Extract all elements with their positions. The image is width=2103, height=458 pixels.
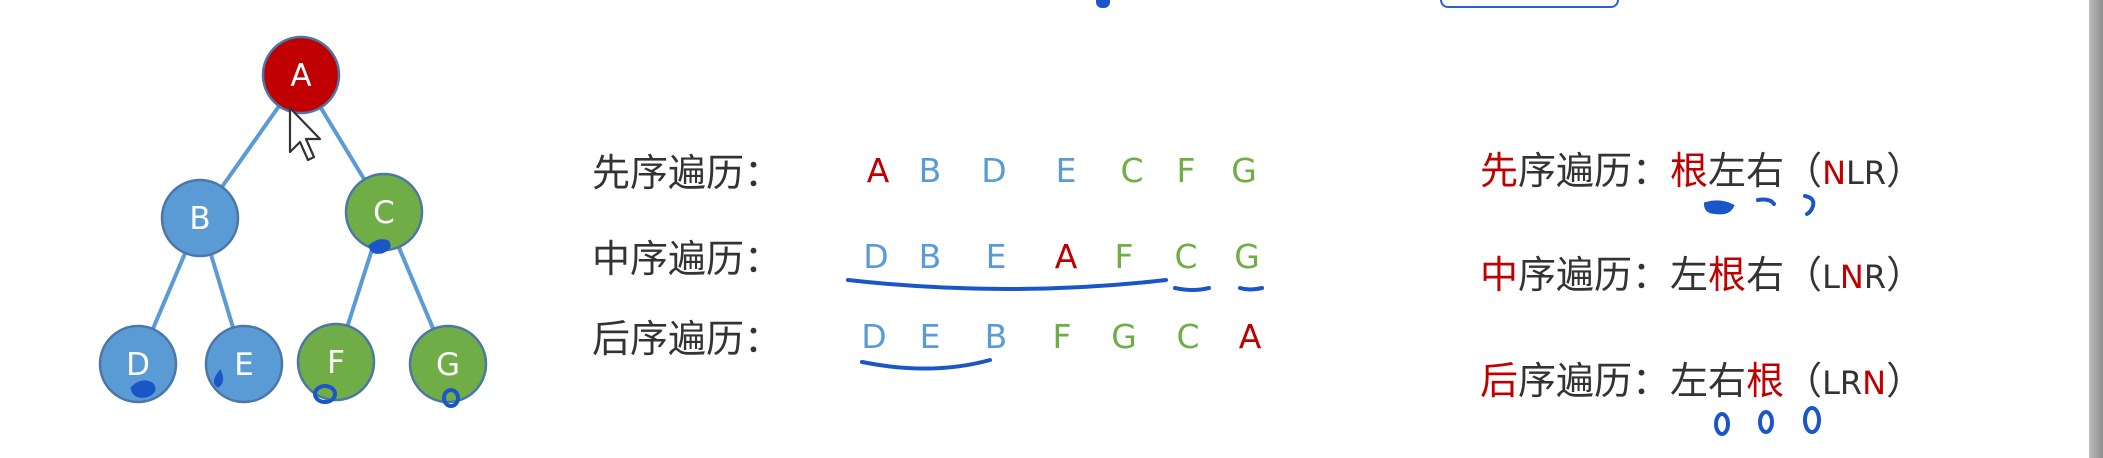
tree-node-label: A (290, 58, 311, 94)
binary-tree: A B C D E F G (98, 35, 488, 404)
traversal-node: E (1056, 151, 1077, 190)
rule-abbr-close: ） (1886, 253, 1924, 297)
tree-node-label: E (234, 347, 254, 383)
traversal-label: 先序遍历： (592, 151, 782, 195)
svg-text:先序遍历：根左右（NLR）: 先序遍历：根左右（NLR） (1480, 149, 1924, 193)
rule-name-highlight: 后 (1480, 359, 1518, 403)
traversal-node: C (1176, 317, 1199, 356)
tree-node-label: G (436, 347, 460, 383)
traversal-node: B (919, 237, 942, 276)
rule-abbr-part: N (1862, 364, 1886, 402)
rule-order-part: 右 (1708, 359, 1746, 403)
rule-abbr-part: LR (1846, 154, 1886, 192)
rule-row: 先序遍历：根左右（NLR） (1480, 149, 1924, 193)
tree-node-D: D (98, 324, 178, 404)
rule-abbr-part: LR (1822, 364, 1862, 402)
rule-name-highlight: 中 (1480, 253, 1518, 297)
tree-node-label: B (189, 201, 210, 237)
traversal-node: G (1231, 151, 1257, 190)
rule-abbr-close: ） (1886, 359, 1924, 403)
traversal-node: A (1239, 317, 1262, 356)
rule-order-part: 根 (1670, 149, 1708, 193)
rule-abbr-part: N (1840, 258, 1864, 296)
tree-node-C: C (344, 172, 424, 252)
tree-node-G: G (408, 324, 488, 404)
svg-text:中序遍历：左根右（LNR）: 中序遍历：左根右（LNR） (1480, 253, 1924, 297)
rule-abbr-part: R (1864, 258, 1886, 296)
tree-node-label: F (327, 345, 345, 381)
svg-text:后序遍历：左右根（LRN）: 后序遍历：左右根（LRN） (1480, 359, 1924, 403)
rule-abbr-part: L (1822, 258, 1840, 296)
traversal-node: C (1120, 151, 1143, 190)
rule-name-rest: 序遍历： (1518, 359, 1670, 403)
traversal-label: 中序遍历： (592, 237, 782, 281)
tree-node-F: F (296, 322, 376, 402)
tree-node-E: E (204, 324, 284, 404)
rule-order-part: 左 (1670, 253, 1708, 297)
mouse-pointer-icon (288, 106, 322, 162)
rule-order-part: 左 (1708, 149, 1746, 193)
traversal-node: D (861, 317, 886, 356)
traversal-label: 后序遍历： (592, 317, 782, 361)
rule-name-highlight: 先 (1480, 149, 1518, 193)
rule-name-rest: 序遍历： (1518, 253, 1670, 297)
traversal-rules: 先序遍历：根左右（NLR）中序遍历：左根右（LNR）后序遍历：左右根（LRN） (1480, 149, 1924, 403)
rule-order-part: 右 (1746, 253, 1784, 297)
tree-node-A: A (261, 35, 341, 115)
rule-order-part: 左 (1670, 359, 1708, 403)
traversal-node: F (1053, 317, 1072, 356)
traversal-node: A (1055, 237, 1078, 276)
traversal-node: C (1174, 237, 1197, 276)
rule-abbr-close: ） (1886, 149, 1924, 193)
top-ink-fragment (1096, 0, 1110, 8)
rule-abbr-open: （ (1784, 253, 1822, 297)
tree-node-label: C (373, 195, 395, 231)
rule-order-part: 右 (1746, 149, 1784, 193)
rule-name-rest: 序遍历： (1518, 149, 1670, 193)
ink-underlines (846, 278, 1264, 371)
rule-row: 后序遍历：左右根（LRN） (1480, 359, 1924, 403)
traversal-node: G (1111, 317, 1137, 356)
traversal-node: E (920, 317, 941, 356)
rule-abbr-open: （ (1784, 149, 1822, 193)
rule-order-part: 根 (1746, 359, 1784, 403)
rule-abbr-part: N (1822, 154, 1846, 192)
tree-node-B: B (160, 178, 240, 258)
window-edge (2089, 0, 2103, 458)
ink-marks-tree (130, 239, 460, 408)
rule-abbr-open: （ (1784, 359, 1822, 403)
traversal-node: F (1115, 237, 1134, 276)
traversal-node: B (985, 317, 1008, 356)
traversal-node: F (1177, 151, 1196, 190)
traversal-node: G (1234, 237, 1260, 276)
tree-node-label: D (126, 347, 150, 383)
traversal-node: D (981, 151, 1006, 190)
traversal-node: E (986, 237, 1007, 276)
ink-rule-marks (1703, 194, 1821, 436)
traversal-node: B (919, 151, 942, 190)
traversal-node: A (867, 151, 890, 190)
rule-row: 中序遍历：左根右（LNR） (1480, 253, 1924, 297)
rule-order-part: 根 (1708, 253, 1746, 297)
traversal-node: D (863, 237, 888, 276)
